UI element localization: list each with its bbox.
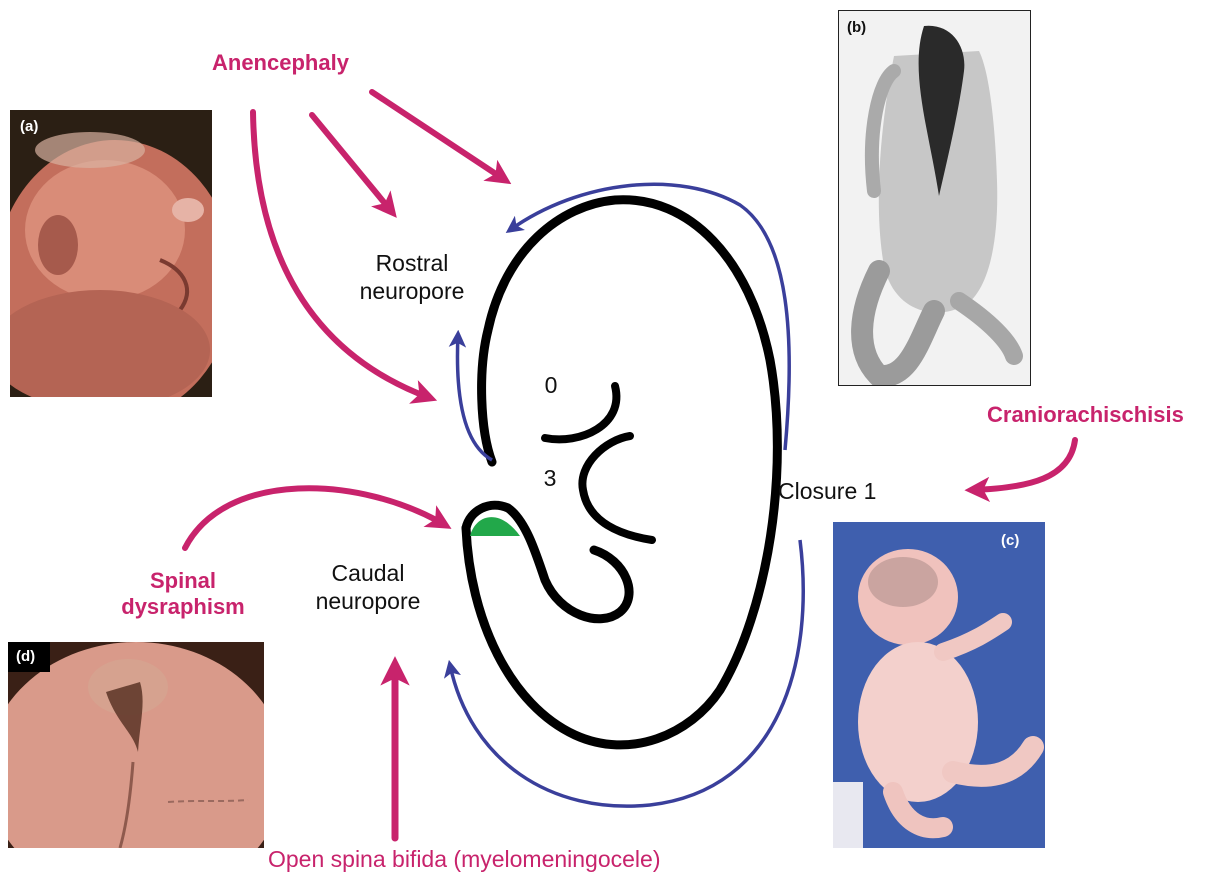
photo-panel-d: (d)	[8, 642, 264, 848]
photo-panel-b: (b)	[838, 10, 1031, 386]
label-craniorachischisis: Craniorachischisis	[987, 402, 1184, 428]
label-closure-0: 0	[536, 372, 566, 400]
embryo-outline	[466, 200, 777, 745]
fetus-back-illustration	[839, 11, 1031, 386]
label-caudal-neuropore: Caudal neuropore	[308, 560, 428, 615]
magenta-arrow-anencephaly-2	[312, 115, 392, 212]
label-closure-1: Closure 1	[778, 478, 876, 506]
magenta-arrow-craniorachischisis	[972, 440, 1075, 490]
magenta-arrow-anencephaly-1	[372, 92, 505, 180]
label-anencephaly: Anencephaly	[212, 50, 349, 76]
newborn-illustration	[833, 522, 1045, 848]
label-rostral-neuropore: Rostral neuropore	[352, 250, 472, 305]
panel-tag-c: (c)	[1001, 532, 1019, 549]
fold-3	[582, 436, 652, 540]
infant-face-illustration	[10, 110, 212, 397]
magenta-arrow-spinal-dysraphism	[185, 488, 445, 548]
label-closure-3: 3	[535, 465, 565, 493]
label-open-spina-bifida: Open spina bifida (myelomeningocele)	[268, 846, 661, 874]
lower-back-illustration	[8, 642, 264, 848]
photo-panel-a: (a)	[10, 110, 212, 397]
panel-tag-b: (b)	[847, 19, 866, 36]
panel-tag-a: (a)	[20, 118, 38, 135]
photo-panel-c: (c)	[833, 522, 1045, 848]
label-spinal-dysraphism: Spinal dysraphism	[108, 568, 258, 621]
panel-tag-d: (d)	[16, 648, 35, 665]
caudal-neuropore-region	[470, 517, 520, 536]
